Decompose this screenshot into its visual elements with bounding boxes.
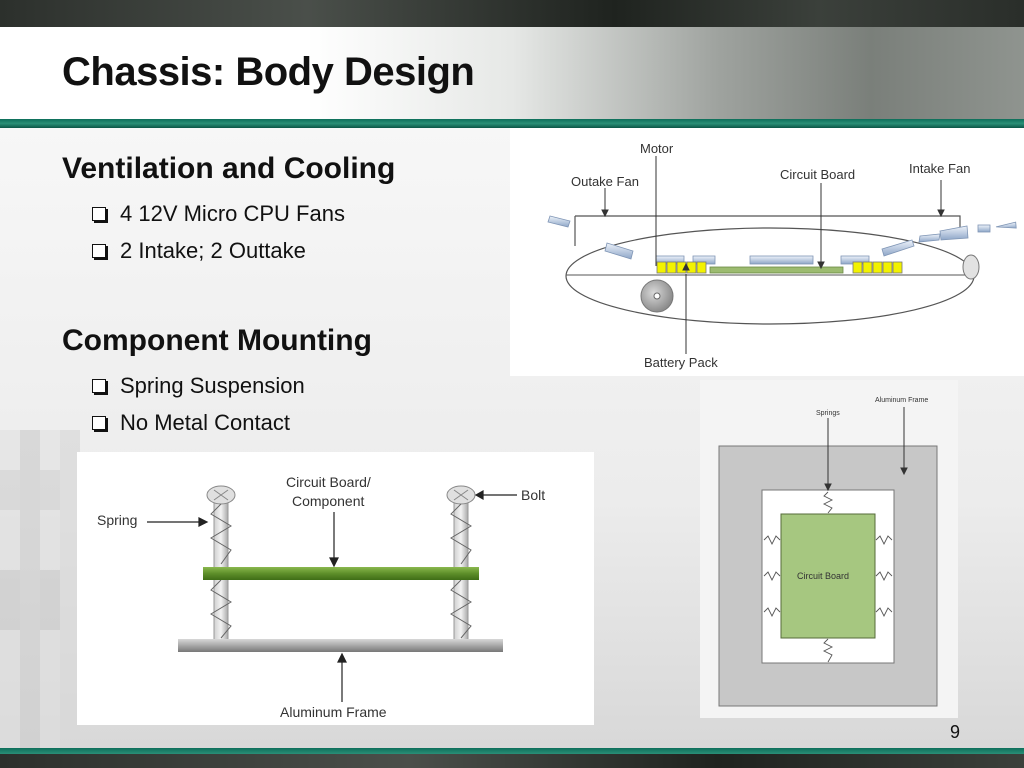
bullet-item: No Metal Contact xyxy=(92,410,290,436)
leader-arrows xyxy=(147,489,517,702)
bullet-text: 2 Intake; 2 Outtake xyxy=(120,238,306,263)
bolt-head-right-icon xyxy=(446,485,476,505)
bottom-rule xyxy=(0,748,1024,754)
intake-fan-wheel xyxy=(962,254,980,280)
label-outake-fan: Outake Fan xyxy=(571,174,639,189)
circuit-board xyxy=(709,266,844,274)
label-spring: Spring xyxy=(97,512,137,528)
slide-title: Chassis: Body Design xyxy=(62,50,475,94)
label-intake-fan: Intake Fan xyxy=(909,161,970,176)
airflow-diagram: Motor Outake Fan Circuit Board Intake Fa… xyxy=(510,128,1024,376)
frame-top-view-diagram: Aluminum Frame Springs Circuit Board xyxy=(700,380,958,718)
label-circuit-board: Circuit Board xyxy=(780,167,855,182)
battery-pack-left xyxy=(656,261,707,274)
page-number: 9 xyxy=(950,722,961,742)
circuit-board-square xyxy=(780,513,876,639)
battery-pack-right xyxy=(852,261,903,274)
title-rule xyxy=(0,119,1024,128)
label-battery-pack: Battery Pack xyxy=(644,355,718,370)
top-decor-bar xyxy=(0,0,1024,27)
aluminum-frame-bar xyxy=(178,639,503,652)
label-aluminum-frame: Aluminum Frame xyxy=(875,397,928,404)
circuit-board-bar xyxy=(203,567,479,580)
section-heading-ventilation: Ventilation and Cooling xyxy=(62,152,396,185)
checkbox-bullet-icon xyxy=(92,207,106,221)
label-springs: Springs xyxy=(816,410,840,417)
section-heading-mounting: Component Mounting xyxy=(62,324,372,357)
label-circuit-board-component-line2: Component xyxy=(292,493,364,509)
bullet-item: Spring Suspension xyxy=(92,373,305,399)
bullet-item: 2 Intake; 2 Outtake xyxy=(92,238,306,264)
spring-coils xyxy=(210,503,472,639)
airflow-arrows xyxy=(547,215,1017,265)
bullet-text: Spring Suspension xyxy=(120,373,305,398)
bolt-head-left-icon xyxy=(206,485,236,505)
label-circuit-board: Circuit Board xyxy=(797,571,849,581)
bullet-text: 4 12V Micro CPU Fans xyxy=(120,201,345,226)
label-motor: Motor xyxy=(640,141,674,156)
label-aluminum-frame: Aluminum Frame xyxy=(280,704,387,720)
spring-symbols xyxy=(763,491,893,663)
bullet-item: 4 12V Micro CPU Fans xyxy=(92,201,345,227)
label-circuit-board-component-line1: Circuit Board/ xyxy=(286,474,371,490)
bullet-text: No Metal Contact xyxy=(120,410,290,435)
checkbox-bullet-icon xyxy=(92,244,106,258)
spring-mount-diagram: Circuit Board/ Component Bolt Spring Alu… xyxy=(77,452,594,725)
label-bolt: Bolt xyxy=(521,487,545,503)
leader-lines xyxy=(601,156,945,354)
leader-arrows xyxy=(824,407,908,492)
camo-pattern xyxy=(0,430,80,748)
checkbox-bullet-icon xyxy=(92,379,106,393)
title-band xyxy=(0,27,1024,120)
checkbox-bullet-icon xyxy=(92,416,106,430)
bottom-decor-bar xyxy=(0,754,1024,768)
